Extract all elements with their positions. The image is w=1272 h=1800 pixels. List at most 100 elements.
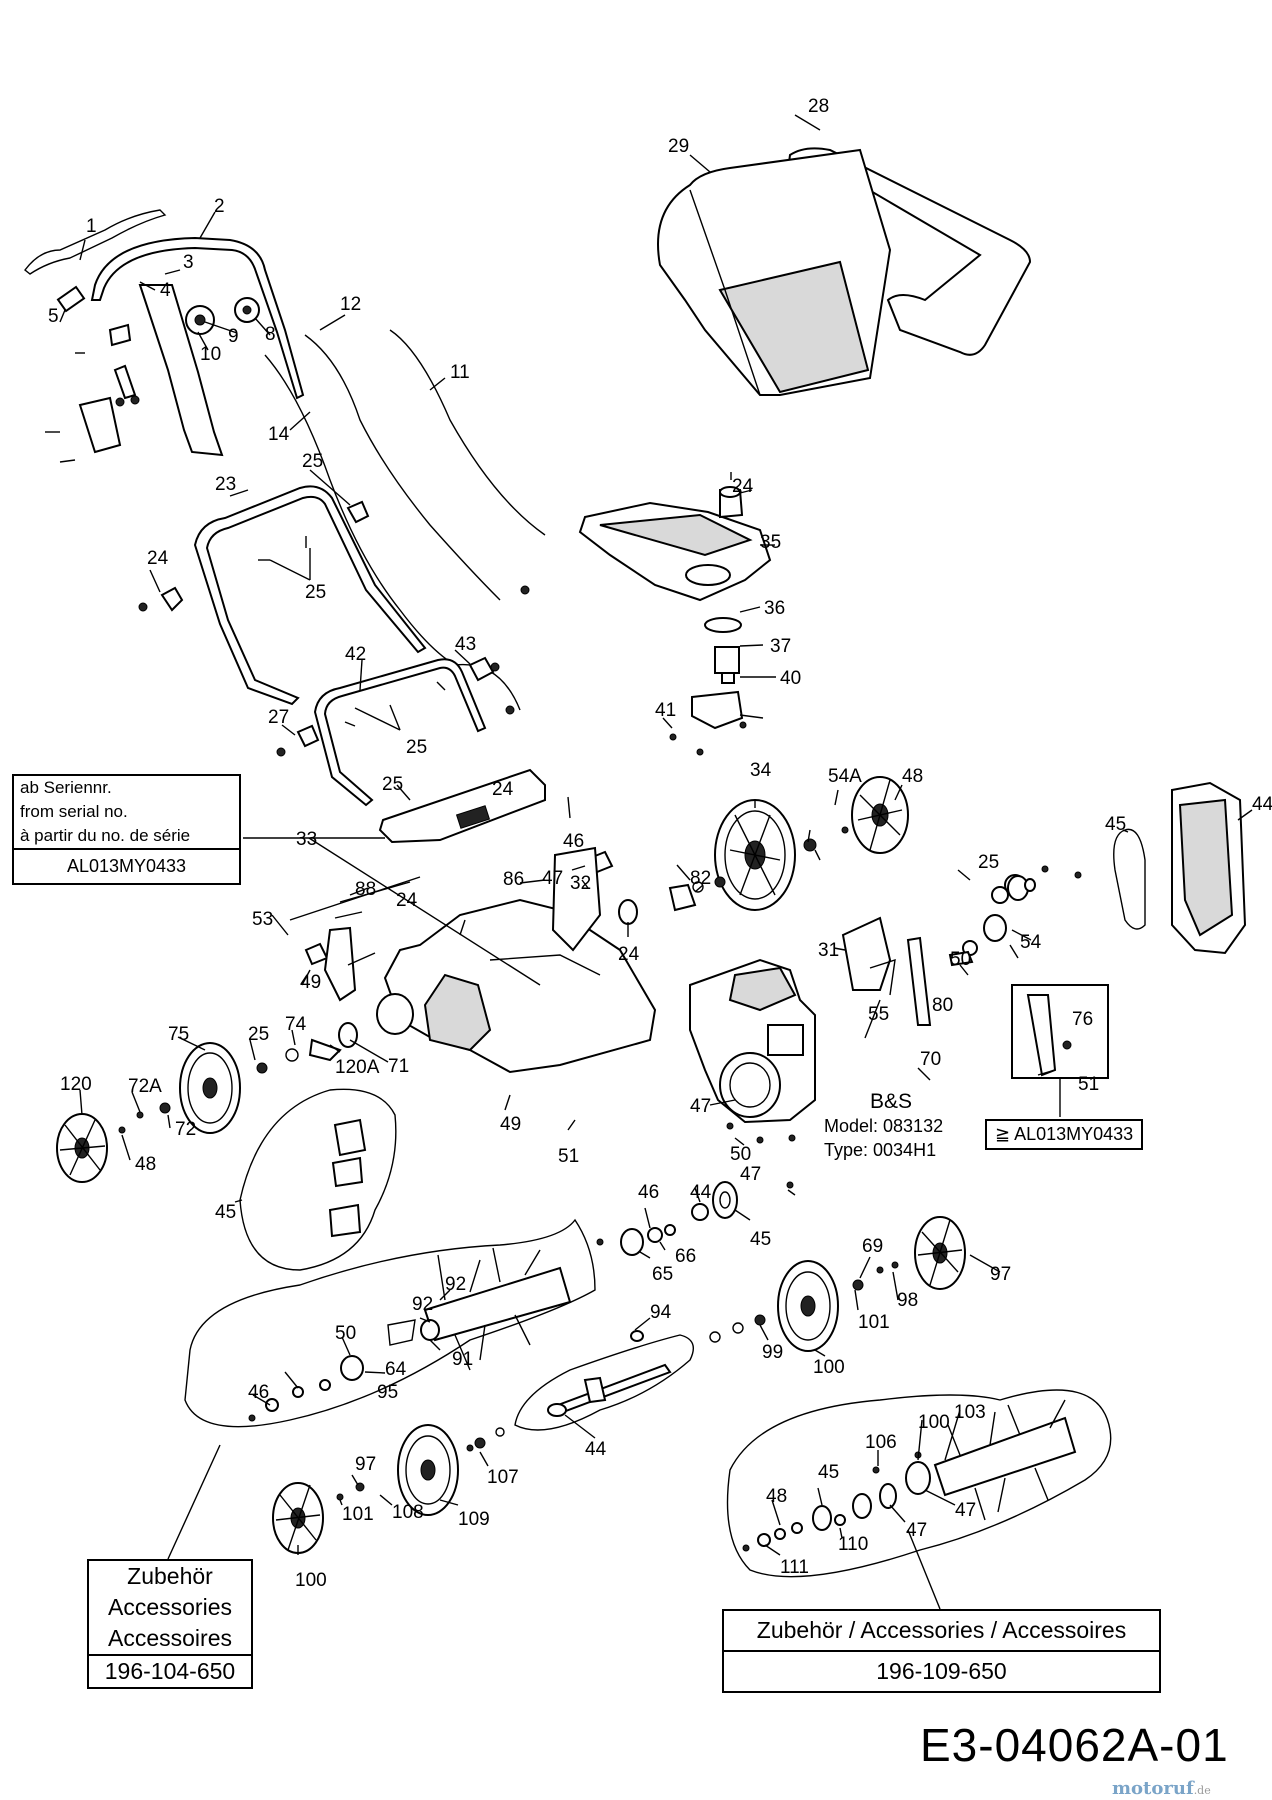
part-label-47: 47 xyxy=(955,1500,976,1521)
part-label-95: 95 xyxy=(377,1382,398,1403)
part-label-23: 23 xyxy=(215,474,236,495)
mower-deck xyxy=(376,768,657,1074)
part-label-33: 33 xyxy=(296,829,317,850)
engine-info: B&S Model: 083132 Type: 0034H1 xyxy=(824,1090,943,1162)
part-label-31: 31 xyxy=(818,940,839,961)
serial-note-number: AL013MY0433 xyxy=(14,848,239,883)
part-label-25: 25 xyxy=(382,774,403,795)
part-label-48: 48 xyxy=(902,766,923,787)
serial-note-en: from serial no. xyxy=(20,802,128,821)
part-label-54: 54 xyxy=(1020,932,1042,953)
part-label-24: 24 xyxy=(396,890,418,911)
part-label-47: 47 xyxy=(542,868,563,889)
part-label-88: 88 xyxy=(355,879,376,900)
watermark-tld: .de xyxy=(1193,1784,1211,1797)
accessory-scarifier-group xyxy=(726,1389,1112,1578)
part-label-100: 100 xyxy=(918,1412,950,1433)
part-label-47: 47 xyxy=(906,1520,927,1541)
inset-serial-note: ≧ AL013MY0433 xyxy=(985,1119,1144,1150)
part-label-106: 106 xyxy=(865,1432,897,1453)
part-label-48: 48 xyxy=(135,1154,156,1175)
part-label-86: 86 xyxy=(503,869,524,890)
watermark-brand: motoruf xyxy=(1112,1778,1194,1799)
part-label-69: 69 xyxy=(862,1236,883,1257)
axle-assembly xyxy=(271,846,697,1062)
part-label-97: 97 xyxy=(355,1454,376,1475)
part-label-24: 24 xyxy=(147,548,169,569)
part-label-2: 2 xyxy=(214,196,225,217)
part-label-45: 45 xyxy=(818,1462,839,1483)
part-label-36: 36 xyxy=(764,598,785,619)
engine-model: Model: 083132 xyxy=(824,1116,944,1136)
part-label-42: 42 xyxy=(345,644,366,665)
part-label-72A: 72A xyxy=(128,1076,162,1097)
engine-type: Type: 0034H1 xyxy=(824,1140,937,1160)
part-label-51: 51 xyxy=(558,1146,579,1167)
accessory-box-left: Zubehör Accessories Accessoires 196-104-… xyxy=(87,1559,253,1689)
part-label-40: 40 xyxy=(780,668,801,689)
part-label-46: 46 xyxy=(248,1382,269,1403)
cutter-bracket-group xyxy=(239,1088,397,1271)
part-label-75: 75 xyxy=(168,1024,189,1045)
part-label-50: 50 xyxy=(730,1144,751,1165)
leader-lines xyxy=(59,114,1253,1610)
accessory-left-number: 196-104-650 xyxy=(89,1654,251,1687)
part-label-25: 25 xyxy=(305,582,326,603)
engine-brand: B&S xyxy=(870,1090,913,1113)
front-wheel-right xyxy=(709,1216,966,1352)
part-label-47: 47 xyxy=(690,1096,711,1117)
rear-wheel-left xyxy=(272,1424,505,1554)
part-number-labels: 1234589101211142829252324252435363740414… xyxy=(48,96,1272,1591)
part-label-50: 50 xyxy=(335,1323,356,1344)
part-label-98: 98 xyxy=(897,1290,918,1311)
part-label-64: 64 xyxy=(385,1359,407,1380)
part-label-35: 35 xyxy=(760,532,781,553)
part-label-50: 50 xyxy=(950,949,971,970)
part-label-5: 5 xyxy=(48,306,59,327)
part-label-45: 45 xyxy=(215,1202,236,1223)
accessory-left-de: Zubehör xyxy=(127,1563,213,1589)
lower-handle xyxy=(313,658,487,807)
part-label-65: 65 xyxy=(652,1264,673,1285)
grass-catcher xyxy=(657,147,1032,396)
part-label-28: 28 xyxy=(808,96,829,117)
part-label-111: 111 xyxy=(780,1557,809,1578)
part-label-100: 100 xyxy=(295,1570,327,1591)
part-label-9: 9 xyxy=(228,326,239,347)
control-cables xyxy=(264,329,546,715)
rear-wheel-right xyxy=(692,776,909,911)
part-label-10: 10 xyxy=(200,344,221,365)
scarifier-roller-group xyxy=(184,1218,596,1428)
upper-handle xyxy=(24,209,305,463)
part-label-44: 44 xyxy=(690,1182,712,1203)
part-label-72: 72 xyxy=(175,1119,196,1140)
part-label-44: 44 xyxy=(585,1439,607,1460)
part-label-51: 51 xyxy=(1078,1074,1099,1095)
part-label-49: 49 xyxy=(500,1114,521,1135)
part-label-48: 48 xyxy=(766,1486,787,1507)
part-label-54A: 54A xyxy=(828,766,862,787)
part-label-70: 70 xyxy=(920,1049,941,1070)
part-label-46: 46 xyxy=(638,1182,659,1203)
part-label-46: 46 xyxy=(563,831,584,852)
part-label-103: 103 xyxy=(954,1402,986,1423)
part-label-45: 45 xyxy=(750,1229,771,1250)
part-label-8: 8 xyxy=(265,324,276,345)
part-label-34: 34 xyxy=(750,760,772,781)
part-label-108: 108 xyxy=(392,1502,424,1523)
part-label-120: 120 xyxy=(60,1074,92,1095)
part-label-97: 97 xyxy=(990,1264,1011,1285)
part-label-25: 25 xyxy=(248,1024,269,1045)
part-label-82: 82 xyxy=(690,868,711,889)
part-label-100: 100 xyxy=(813,1357,845,1378)
serial-note-fr: à partir du no. de série xyxy=(20,826,191,845)
drawing-number: E3-04062A-01 xyxy=(920,1719,1229,1771)
serial-number-note: ab Seriennr. from serial no. à partir du… xyxy=(12,774,241,885)
part-label-29: 29 xyxy=(668,136,689,157)
accessory-left-fr: Accessoires xyxy=(108,1625,232,1651)
part-label-37: 37 xyxy=(770,636,791,657)
part-label-4: 4 xyxy=(160,280,171,301)
part-label-76: 76 xyxy=(1072,1009,1093,1030)
part-label-24: 24 xyxy=(492,779,514,800)
